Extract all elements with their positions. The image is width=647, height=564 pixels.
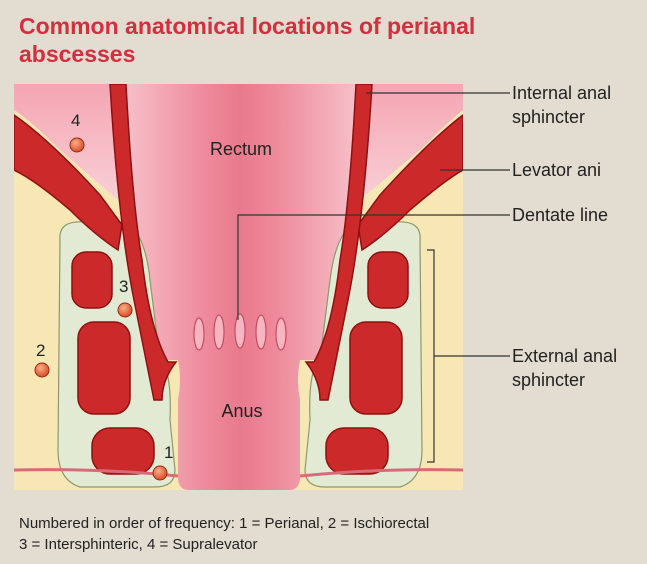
right-external-block-1	[368, 252, 408, 308]
abscess-1-perianal	[153, 466, 167, 480]
abscess-4-supralevator	[70, 138, 84, 152]
caption-line-2: 3 = Intersphinteric, 4 = Supralevator	[19, 534, 429, 555]
caption-line-1: Numbered in order of frequency: 1 = Peri…	[19, 513, 429, 534]
side-labels: Internal anal sphincter Levator ani Dent…	[512, 83, 617, 390]
abscess-number-2: 2	[36, 341, 45, 360]
levator-ani-label: Levator ani	[512, 160, 601, 180]
internal-sphincter-label-line2: sphincter	[512, 107, 585, 127]
anus-label: Anus	[221, 401, 262, 421]
abscess-number-1: 1	[164, 443, 173, 462]
right-external-block-2	[350, 322, 402, 414]
rectum-label: Rectum	[210, 139, 272, 159]
abscess-3-intersphinteric	[118, 303, 132, 317]
abscess-2-ischiorectal	[35, 363, 49, 377]
abscess-number-4: 4	[71, 111, 80, 130]
left-external-block-1	[72, 252, 112, 308]
external-sphincter-label-line1: External anal	[512, 346, 617, 366]
left-external-block-3	[92, 428, 154, 474]
left-external-block-2	[78, 322, 130, 414]
right-external-block-3	[326, 428, 388, 474]
internal-sphincter-label-line1: Internal anal	[512, 83, 611, 103]
abscess-number-3: 3	[119, 277, 128, 296]
caption: Numbered in order of frequency: 1 = Peri…	[19, 513, 429, 555]
external-sphincter-label-line2: sphincter	[512, 370, 585, 390]
dentate-line-label: Dentate line	[512, 205, 608, 225]
